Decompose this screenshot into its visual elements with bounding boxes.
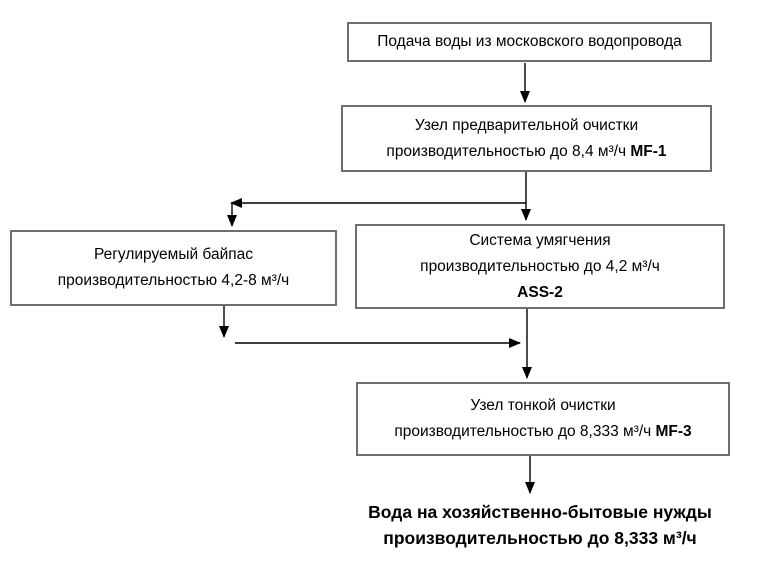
text-line: Регулируемый байпас [93,246,253,263]
box-bypass: Регулируемый байпас производительностью 4… [10,230,337,306]
text-line: ASS-2 [517,283,563,301]
text-line: производительностью 4,2-8 м³/ч [57,272,290,289]
text-line: производительностью до 8,4 м³/ч MF-1 [386,142,667,160]
text-line: производительностью до 8,333 м³/ч [383,528,697,548]
box-water-supply: Подача воды из московского водопровода [347,22,712,62]
box-fine-treatment-mf3: Узел тонкой очистки производительностью д… [356,382,730,456]
text-line: производительностью до 8,333 м³/ч MF-3 [394,423,692,440]
text-line: Вода на хозяйственно-бытовые нужды [368,502,712,522]
box-pretreatment-mf1: Узел предварительной очистки производител… [341,105,712,172]
text-line: Подача воды из московского водопровода [377,33,682,50]
text-line: Узел предварительной очистки [414,116,639,134]
text-line: Узел тонкой очистки [470,397,616,414]
text-line: производительностью до 4,2 м³/ч [420,257,660,275]
text-line: Система умягчения [469,231,611,249]
output-label: Вода на хозяйственно-бытовые нужды произв… [306,499,768,551]
box-softening-ass2: Система умягчения производительностью до … [355,224,725,309]
